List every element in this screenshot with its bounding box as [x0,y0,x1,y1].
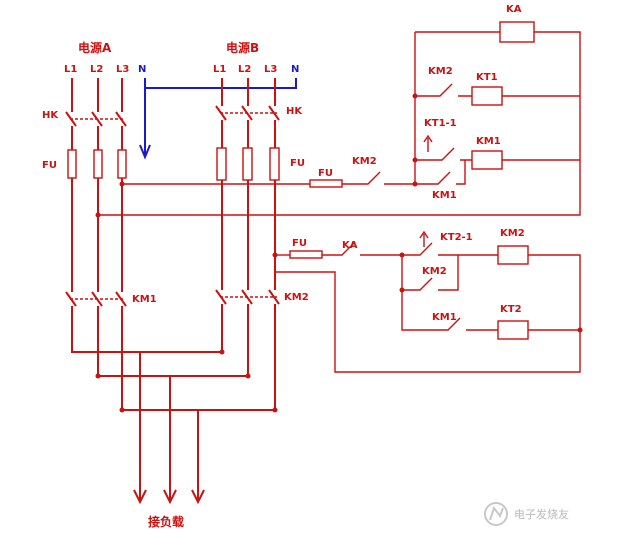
source-b-neutral: N [291,64,299,75]
hk-b-label: HK [286,106,303,117]
watermark-text: 电子发烧友 [514,507,569,521]
source-a-phase-l3: L3 [116,64,129,75]
source-b-phase-l2: L2 [238,64,251,75]
km2-contact-fu-label: KM2 [352,156,377,167]
source-b-title: 电源B [226,40,259,55]
kt1-coil-label: KT1 [476,72,498,83]
source-b-phase-l1: L1 [213,64,226,75]
watermark: 电子发烧友 [484,502,569,526]
neutral-a-line [139,78,151,160]
kt2-coil [497,320,529,340]
km2-contact-top-label: KM2 [428,66,453,77]
kt2-contact-label: KT2-1 [440,232,473,243]
load-outputs [133,352,205,505]
km1-coil-label: KM1 [476,136,501,147]
hk-a-label: HK [42,110,59,121]
source-a-title: 电源A [78,40,112,55]
source-a-phase-l2: L2 [90,64,103,75]
km2-coil [497,245,529,265]
fu-a-label: FU [42,160,57,171]
kt1-contact-label: KT1-1 [424,118,457,129]
km2-self-label: KM2 [422,266,447,277]
fuse-b-l1 [216,147,227,181]
source-a-phase-l1: L1 [64,64,77,75]
ka-coil [499,21,535,43]
fuse-control-top [309,179,343,188]
fuse-b-l3 [269,147,280,181]
fuse-control-bottom [289,250,323,259]
neutral-bus [145,78,297,89]
ka-contact-label: KA [342,240,358,251]
km1-interlock-label: KM1 [432,190,457,201]
fuse-b-l2 [242,147,253,181]
source-a-neutral: N [138,64,146,75]
fuse-a-l2 [93,149,103,179]
kt2-coil-label: KT2 [500,304,522,315]
fu-top-label: FU [318,168,333,179]
source-a-wires [65,78,275,411]
fu-b-label: FU [290,158,305,169]
km1-coil [471,150,503,170]
ka-coil-label: KA [506,4,522,15]
km1-main-label: KM1 [132,294,157,305]
fuse-a-l3 [117,149,127,179]
source-b-wires [215,78,280,410]
km2-coil-label: KM2 [500,228,525,239]
load-label: 接负载 [148,514,184,529]
km1-contact-bottom-label: KM1 [432,312,457,323]
source-b-phase-l3: L3 [264,64,277,75]
km2-main-label: KM2 [284,292,309,303]
fu-bottom-label: FU [292,238,307,249]
fuse-a-l1 [67,149,77,179]
kt1-coil [471,86,503,106]
